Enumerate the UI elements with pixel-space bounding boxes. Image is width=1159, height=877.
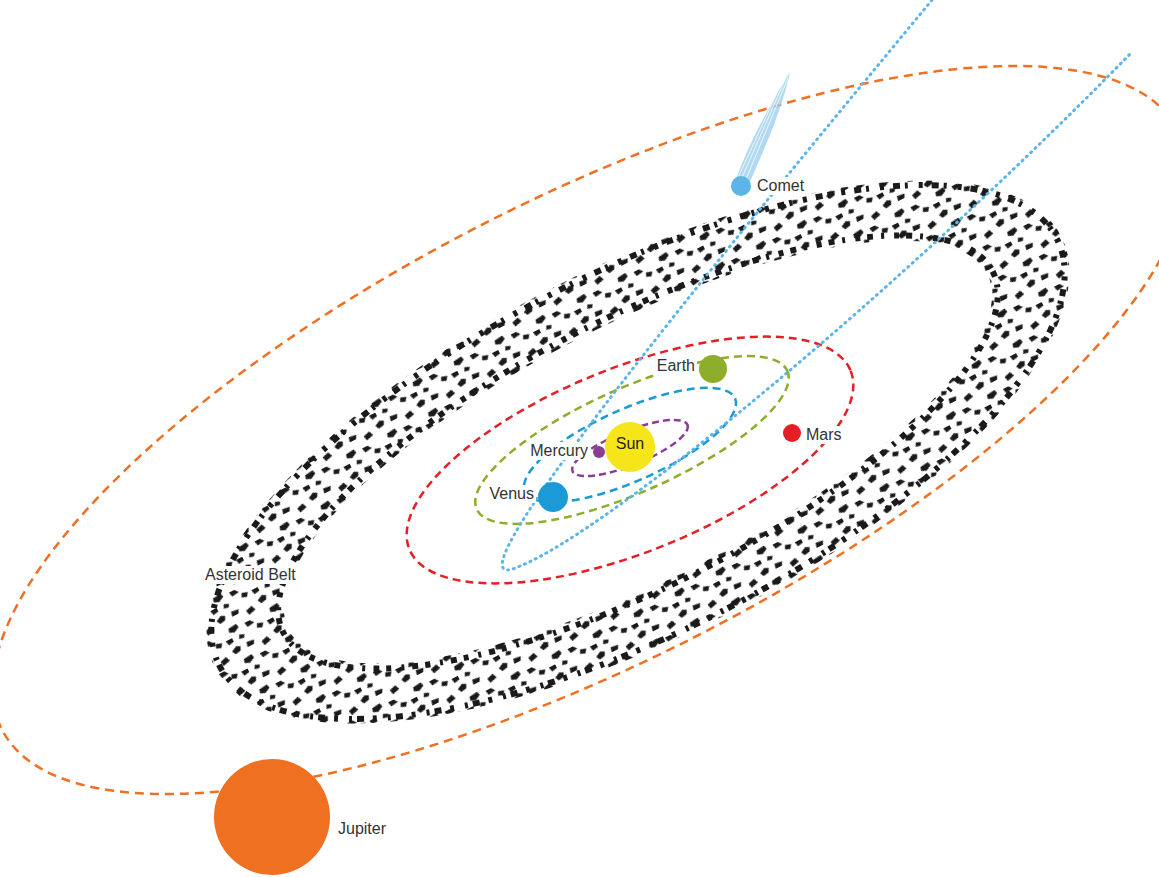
sun-node: Sun	[605, 422, 655, 472]
mars-orbit	[375, 286, 885, 635]
earth-label: Earth	[655, 357, 697, 375]
venus-label: Venus	[488, 485, 536, 503]
asteroid-belt-edge	[138, 78, 1139, 826]
venus-node: Venus	[538, 482, 568, 512]
venus-disc	[538, 482, 568, 512]
jupiter-label: Jupiter	[336, 820, 388, 838]
sun-label: Sun	[614, 435, 646, 453]
jupiter-circle	[214, 759, 330, 875]
comet-tail-streak	[737, 78, 788, 184]
jupiter-node: Jupiter	[214, 759, 330, 875]
mars-circle	[783, 424, 801, 442]
asteroid-belt-edge	[223, 152, 1054, 752]
venus-circle	[538, 482, 568, 512]
mars-disc	[783, 424, 801, 442]
mars-label: Mars	[804, 426, 844, 444]
jupiter-disc	[214, 759, 330, 875]
venus-orbit	[510, 365, 749, 524]
mercury-label: Mercury	[528, 442, 590, 460]
mercury-node: Mercury	[593, 446, 605, 458]
earth-disc	[699, 355, 727, 383]
comet-tail	[735, 72, 790, 186]
mercury-disc	[593, 446, 605, 458]
comet-disc	[731, 176, 751, 196]
mercury-circle	[593, 446, 605, 458]
earth-node: Earth	[699, 355, 727, 383]
earth-circle	[699, 355, 727, 383]
comet-node: Comet	[731, 176, 751, 196]
mars-node: Mars	[783, 424, 801, 442]
comet-orbit	[502, 0, 1132, 570]
comet-label: Comet	[755, 177, 806, 195]
region-label: Asteroid Belt	[203, 566, 298, 584]
sun-disc	[605, 422, 655, 472]
comet-circle	[731, 176, 751, 196]
earth-orbit	[456, 323, 809, 556]
